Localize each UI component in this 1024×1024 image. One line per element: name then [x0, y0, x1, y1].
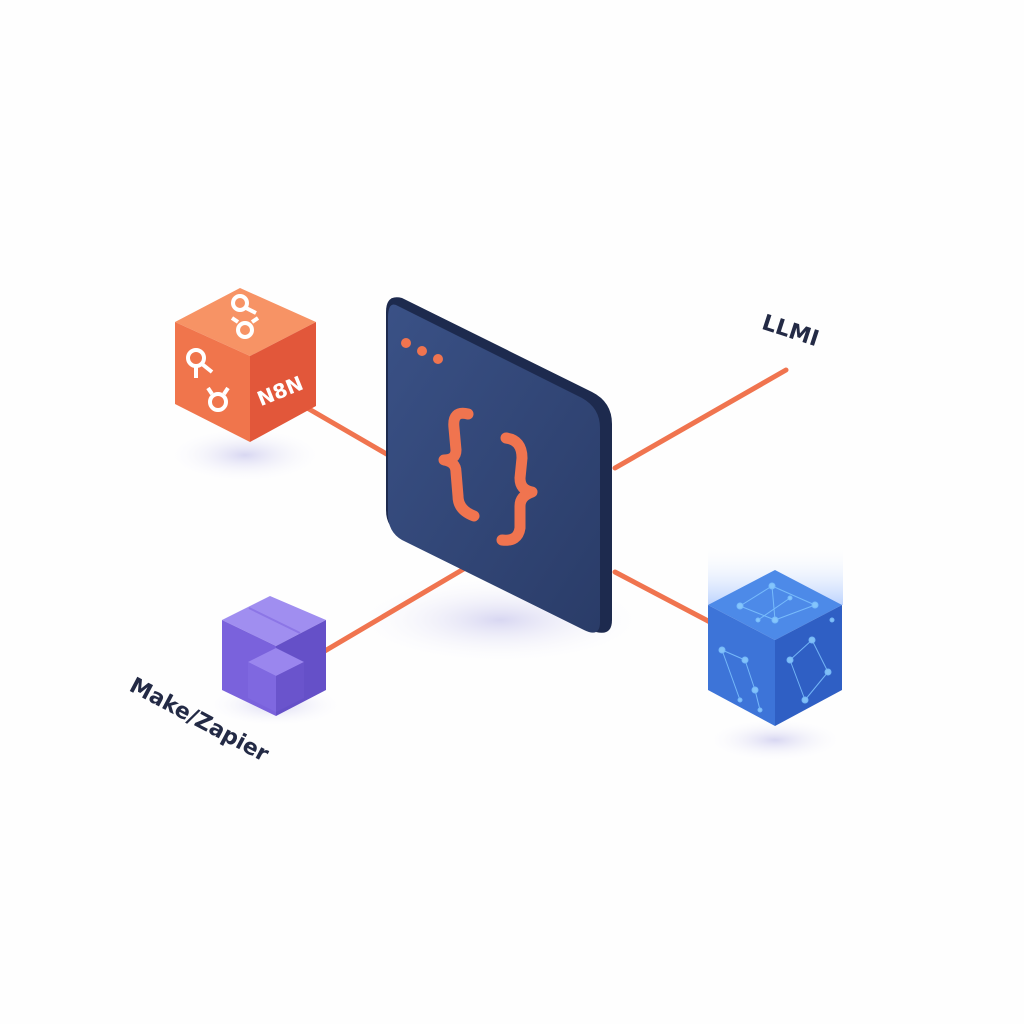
connector-make: [315, 554, 487, 658]
n8n-right: [250, 322, 316, 442]
window-dot-3: [433, 354, 443, 364]
window-dot-1: [401, 338, 411, 348]
curly-braces-icon: [438, 407, 538, 546]
window-face: [388, 304, 600, 633]
n8n-cube[interactable]: N8N: [175, 288, 316, 442]
connector-ai: [612, 569, 713, 625]
ai-cube[interactable]: [708, 545, 843, 726]
n8n-shadow: [165, 427, 325, 483]
ai-shadow: [705, 718, 845, 762]
neural-network-icon: [718, 582, 835, 713]
connector-llm: [612, 367, 789, 471]
make-zapier-cubes[interactable]: [222, 596, 326, 716]
llm-label: LLMI: [759, 310, 822, 352]
code-window[interactable]: [386, 297, 612, 633]
workflow-node-icon: [186, 294, 260, 412]
window-dot-2: [417, 346, 427, 356]
